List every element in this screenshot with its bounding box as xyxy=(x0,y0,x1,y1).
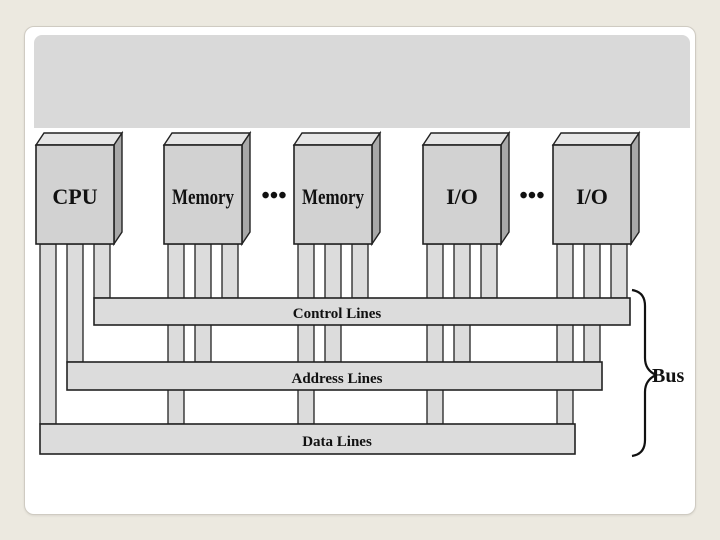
control-lines-bus: Control Lines xyxy=(93,297,631,326)
ellipsis-memory: ••• xyxy=(261,183,286,209)
module-label: I/O xyxy=(446,184,478,209)
bus-label: Bus xyxy=(652,365,684,387)
address-lines-bar xyxy=(66,361,603,391)
address-lines-label: Address Lines xyxy=(292,371,383,387)
module-memory-2: Memory xyxy=(292,130,382,247)
data-lines-bus: Data Lines xyxy=(39,423,576,455)
control-lines-label: Control Lines xyxy=(293,306,382,322)
wire-io-2-data xyxy=(556,243,574,425)
wire-memory-1-data xyxy=(167,243,185,425)
module-label: Memory xyxy=(172,184,234,209)
control-lines-bar xyxy=(93,297,631,326)
module-cpu: CPU xyxy=(34,130,124,247)
module-box xyxy=(552,144,632,245)
data-lines-bar xyxy=(39,423,576,455)
bus-brace-icon xyxy=(631,288,659,458)
module-label: CPU xyxy=(52,184,97,209)
module-label: I/O xyxy=(576,184,608,209)
module-label: Memory xyxy=(302,184,364,209)
wire-cpu-address xyxy=(66,243,84,363)
module-memory-1: Memory xyxy=(162,130,252,247)
wire-memory-2-control xyxy=(351,243,369,299)
wire-memory-2-data xyxy=(297,243,315,425)
ellipsis-io: ••• xyxy=(519,183,544,209)
wire-io-1-data xyxy=(426,243,444,425)
wire-cpu-data xyxy=(39,243,57,425)
module-io-1: I/O xyxy=(421,130,511,247)
slide-header-band xyxy=(34,35,690,131)
address-lines-bus: Address Lines xyxy=(66,361,603,391)
module-io-2: I/O xyxy=(551,130,641,247)
wire-cpu-control xyxy=(93,243,111,299)
module-box xyxy=(422,144,502,245)
wire-io-2-control xyxy=(610,243,628,299)
module-box xyxy=(163,144,243,245)
module-box xyxy=(293,144,373,245)
wire-io-1-control xyxy=(480,243,498,299)
data-lines-label: Data Lines xyxy=(302,434,372,450)
module-box xyxy=(35,144,115,245)
wire-memory-1-control xyxy=(221,243,239,299)
